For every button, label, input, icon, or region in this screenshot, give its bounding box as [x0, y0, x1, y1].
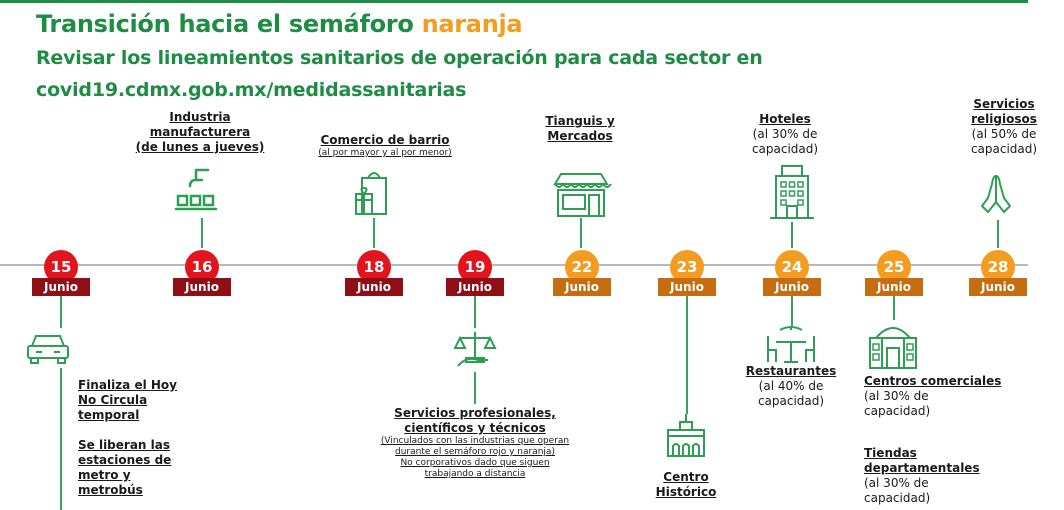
month-label-28: Junio — [969, 278, 1027, 296]
page-title: Transición hacia el semáforo naranja — [36, 10, 523, 38]
month-label-23: Junio — [658, 278, 716, 296]
connector-15 — [60, 296, 62, 328]
scales-of-justice-icon — [452, 330, 498, 372]
hotel-building-icon — [770, 164, 814, 220]
praying-hands-icon — [976, 170, 1016, 218]
centros-comerciales-label: Centros comerciales (al 30% de capacidad… — [864, 374, 1002, 418]
religiosos-label: Servicios religiosos (al 50% de capacida… — [970, 97, 1038, 156]
title-highlight: naranja — [421, 10, 523, 38]
connector-18 — [373, 218, 375, 248]
connector-19 — [474, 296, 476, 328]
connector-24-up — [791, 222, 793, 248]
month-label-22: Junio — [553, 278, 611, 296]
restaurantes-label: Restaurantes (al 40% de capacidad) — [745, 364, 837, 408]
month-label-19: Junio — [446, 278, 504, 296]
historic-building-icon — [662, 412, 710, 460]
servicios-label: Servicios profesionales, científicos y t… — [380, 406, 570, 479]
title-prefix: Transición hacia el semáforo — [36, 10, 414, 38]
connector-19-b — [474, 372, 476, 404]
tianguis-label: Tianguis y Mercados — [545, 114, 615, 143]
connector-25 — [893, 296, 895, 320]
timeline-axis — [0, 264, 1028, 266]
connector-15-long — [60, 368, 62, 510]
comercio-label: Comercio de barrio (al por mayor y al po… — [318, 133, 452, 158]
month-label-25: Junio — [865, 278, 923, 296]
mall-building-icon — [866, 320, 920, 372]
subtitle-line-1: Revisar los lineamientos sanitarios de o… — [36, 47, 763, 69]
month-label-18: Junio — [345, 278, 403, 296]
car-icon — [26, 330, 70, 366]
restaurant-icon — [764, 326, 818, 366]
top-accent-bar — [0, 0, 1028, 3]
factory-icon — [174, 166, 218, 214]
connector-23 — [686, 296, 688, 414]
hoy-no-circula-label: Finaliza el Hoy No Circula temporal — [78, 378, 177, 422]
industria-label: Industria manufacturera (de lunes a juev… — [135, 110, 265, 154]
market-stall-icon — [551, 172, 612, 218]
connector-28 — [997, 220, 999, 248]
metro-label: Se liberan las estaciones de metro y met… — [78, 438, 172, 497]
hoteles-label: Hoteles (al 30% de capacidad) — [751, 112, 819, 156]
month-label-15: Junio — [32, 278, 90, 296]
connector-24-down — [791, 296, 793, 326]
connector-22 — [580, 218, 582, 248]
month-label-24: Junio — [763, 278, 821, 296]
tiendas-label: Tiendas departamentales (al 30% de capac… — [864, 446, 980, 505]
subtitle-line-2: covid19.cdmx.gob.mx/medidassanitarias — [36, 79, 467, 101]
month-label-16: Junio — [173, 278, 231, 296]
connector-16 — [201, 218, 203, 248]
centro-historico-label: Centro Histórico — [655, 470, 717, 499]
gift-bag-icon — [352, 166, 396, 218]
